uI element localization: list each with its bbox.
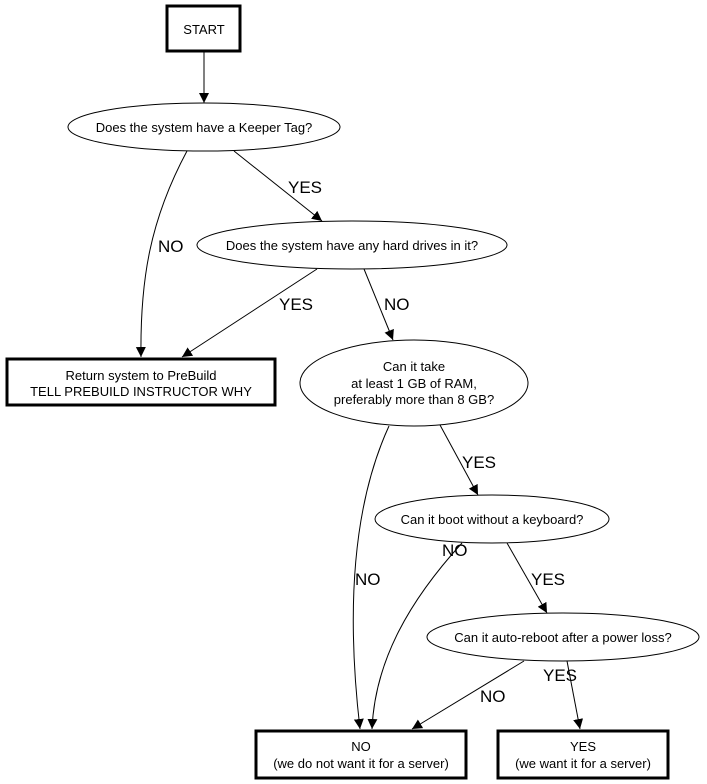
hard-drives-label: Does the system have any hard drives in … bbox=[226, 238, 478, 253]
ram-line-2: at least 1 GB of RAM, bbox=[351, 376, 477, 391]
edge-keeper-tag-to-hard-drives bbox=[233, 150, 323, 222]
result-no-line-1: NO bbox=[351, 739, 371, 754]
edge-label-drives-yes: YES bbox=[279, 295, 313, 314]
edge-keeper-tag-to-return-prebuild bbox=[135, 150, 188, 358]
keyboard-label: Can it boot without a keyboard? bbox=[401, 512, 584, 527]
edge-ram-to-result-no bbox=[352, 425, 390, 730]
keeper-tag-ellipse bbox=[67, 102, 341, 152]
edges bbox=[135, 52, 584, 730]
edge-label-keeper-yes: YES bbox=[288, 178, 322, 197]
hard-drives-ellipse bbox=[196, 220, 508, 270]
edge-labels: YES NO YES NO YES NO YES NO YES NO bbox=[158, 178, 577, 706]
node-keeper-tag: Does the system have a Keeper Tag? bbox=[67, 102, 341, 152]
keeper-tag-label: Does the system have a Keeper Tag? bbox=[96, 120, 313, 135]
edge-label-reboot-yes: YES bbox=[543, 666, 577, 685]
node-return-prebuild: Return system to PreBuild TELL PREBUILD … bbox=[5, 357, 277, 407]
result-yes-line-1: YES bbox=[570, 739, 596, 754]
result-yes-box bbox=[496, 729, 670, 780]
node-hard-drives: Does the system have any hard drives in … bbox=[196, 220, 508, 270]
result-no-box bbox=[254, 729, 468, 780]
edge-label-reboot-no: NO bbox=[480, 687, 506, 706]
edge-hard-drives-to-return-prebuild bbox=[181, 268, 318, 358]
auto-reboot-ellipse bbox=[426, 612, 700, 662]
edge-auto-reboot-to-result-yes bbox=[566, 660, 584, 730]
node-result-yes: YES (we want it for a server) bbox=[496, 729, 670, 780]
node-result-no: NO (we do not want it for a server) bbox=[254, 729, 468, 780]
start-label: START bbox=[183, 22, 224, 37]
edge-label-keeper-no: NO bbox=[158, 237, 184, 256]
edge-hard-drives-to-ram bbox=[363, 268, 394, 341]
node-ram: Can it take at least 1 GB of RAM, prefer… bbox=[299, 339, 529, 427]
node-start: START bbox=[165, 4, 242, 53]
edge-keyboard-to-result-no bbox=[367, 542, 463, 730]
return-prebuild-line-1: Return system to PreBuild bbox=[65, 368, 216, 383]
edge-label-ram-yes: YES bbox=[462, 453, 496, 472]
node-auto-reboot: Can it auto-reboot after a power loss? bbox=[426, 612, 700, 662]
return-prebuild-box bbox=[5, 357, 277, 407]
keyboard-ellipse bbox=[374, 494, 610, 544]
node-keyboard: Can it boot without a keyboard? bbox=[374, 494, 610, 544]
edge-label-drives-no: NO bbox=[384, 295, 410, 314]
ram-ellipse bbox=[299, 339, 529, 427]
ram-line-1: Can it take bbox=[383, 359, 445, 374]
return-prebuild-line-2: TELL PREBUILD INSTRUCTOR WHY bbox=[30, 384, 252, 399]
edge-label-keyboard-no: NO bbox=[442, 541, 468, 560]
edge-keyboard-to-auto-reboot bbox=[506, 542, 548, 614]
result-no-line-2: (we do not want it for a server) bbox=[273, 756, 449, 771]
auto-reboot-label: Can it auto-reboot after a power loss? bbox=[454, 630, 672, 645]
ram-line-3: preferably more than 8 GB? bbox=[334, 392, 494, 407]
result-yes-line-2: (we want it for a server) bbox=[515, 756, 651, 771]
edge-label-keyboard-yes: YES bbox=[531, 570, 565, 589]
edge-ram-to-keyboard bbox=[439, 424, 479, 496]
start-box bbox=[165, 4, 242, 53]
edge-label-ram-no: NO bbox=[355, 570, 381, 589]
edge-auto-reboot-to-result-no bbox=[411, 660, 525, 730]
